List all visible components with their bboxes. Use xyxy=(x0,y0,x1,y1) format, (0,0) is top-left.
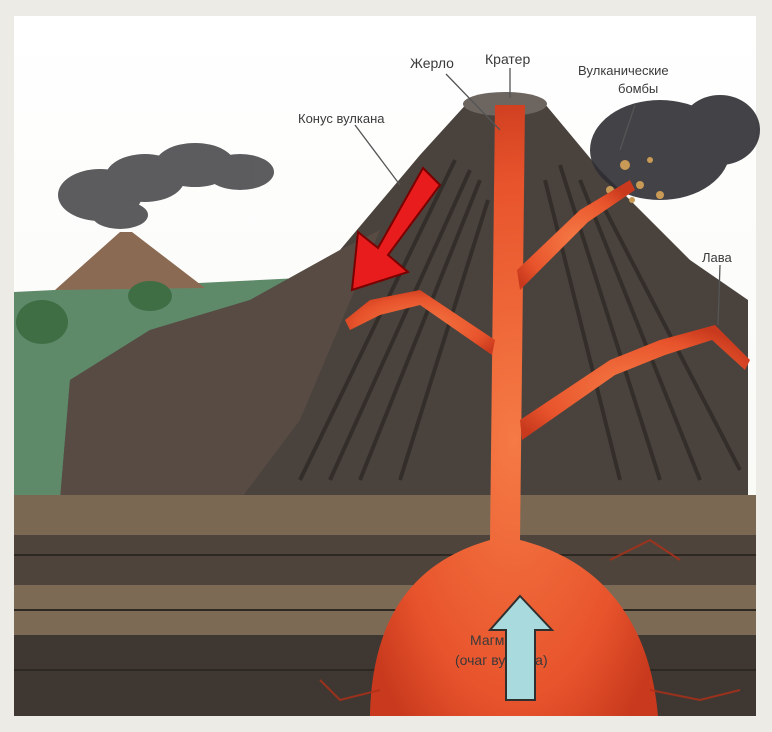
label-cone: Конус вулкана xyxy=(298,111,385,126)
label-crater: Кратер xyxy=(485,51,530,67)
label-vent: Жерло xyxy=(410,55,454,71)
label-bombs-line2: бомбы xyxy=(618,81,658,96)
label-lava: Лава xyxy=(702,250,733,265)
stratum-1 xyxy=(14,495,756,535)
bush xyxy=(16,300,68,344)
bush xyxy=(128,281,172,311)
label-bombs-line1: Вулканические xyxy=(578,63,669,78)
